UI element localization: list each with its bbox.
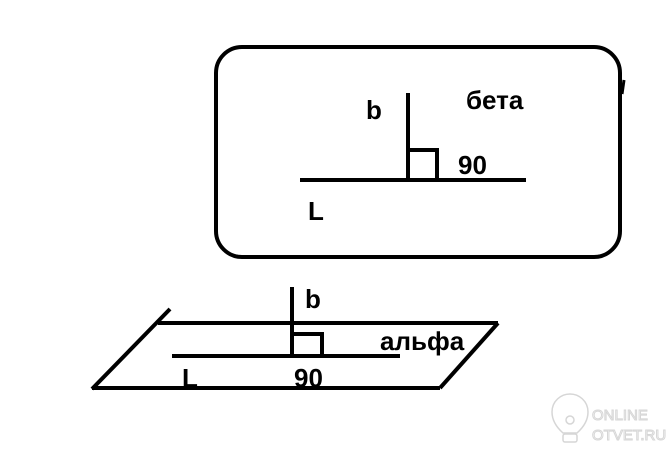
watermark-line2: OTVET.RU	[592, 427, 666, 444]
plane-beta-frame	[214, 45, 622, 259]
top-b-label: b	[366, 95, 382, 125]
bottom-figure	[90, 287, 500, 391]
right-angle-mark	[292, 332, 324, 356]
top-plane-label: бета	[466, 85, 524, 115]
watermark-line1: ONLINE	[592, 407, 648, 424]
plane-alpha-left-edge	[90, 307, 172, 391]
lightbulb-icon	[551, 393, 589, 443]
bottom-angle-label: 90	[294, 363, 323, 393]
bottom-plane-label: альфа	[380, 326, 465, 356]
bottom-b-label: b	[305, 284, 321, 314]
top-figure	[214, 45, 626, 259]
bottom-l-label: L	[182, 363, 198, 393]
top-l-label: L	[308, 196, 324, 226]
top-angle-label: 90	[458, 150, 487, 180]
right-angle-mark	[408, 148, 439, 180]
stray-mark	[620, 79, 626, 95]
watermark: ONLINE OTVET.RU	[551, 393, 666, 445]
plane-alpha-right-edge	[438, 321, 500, 390]
